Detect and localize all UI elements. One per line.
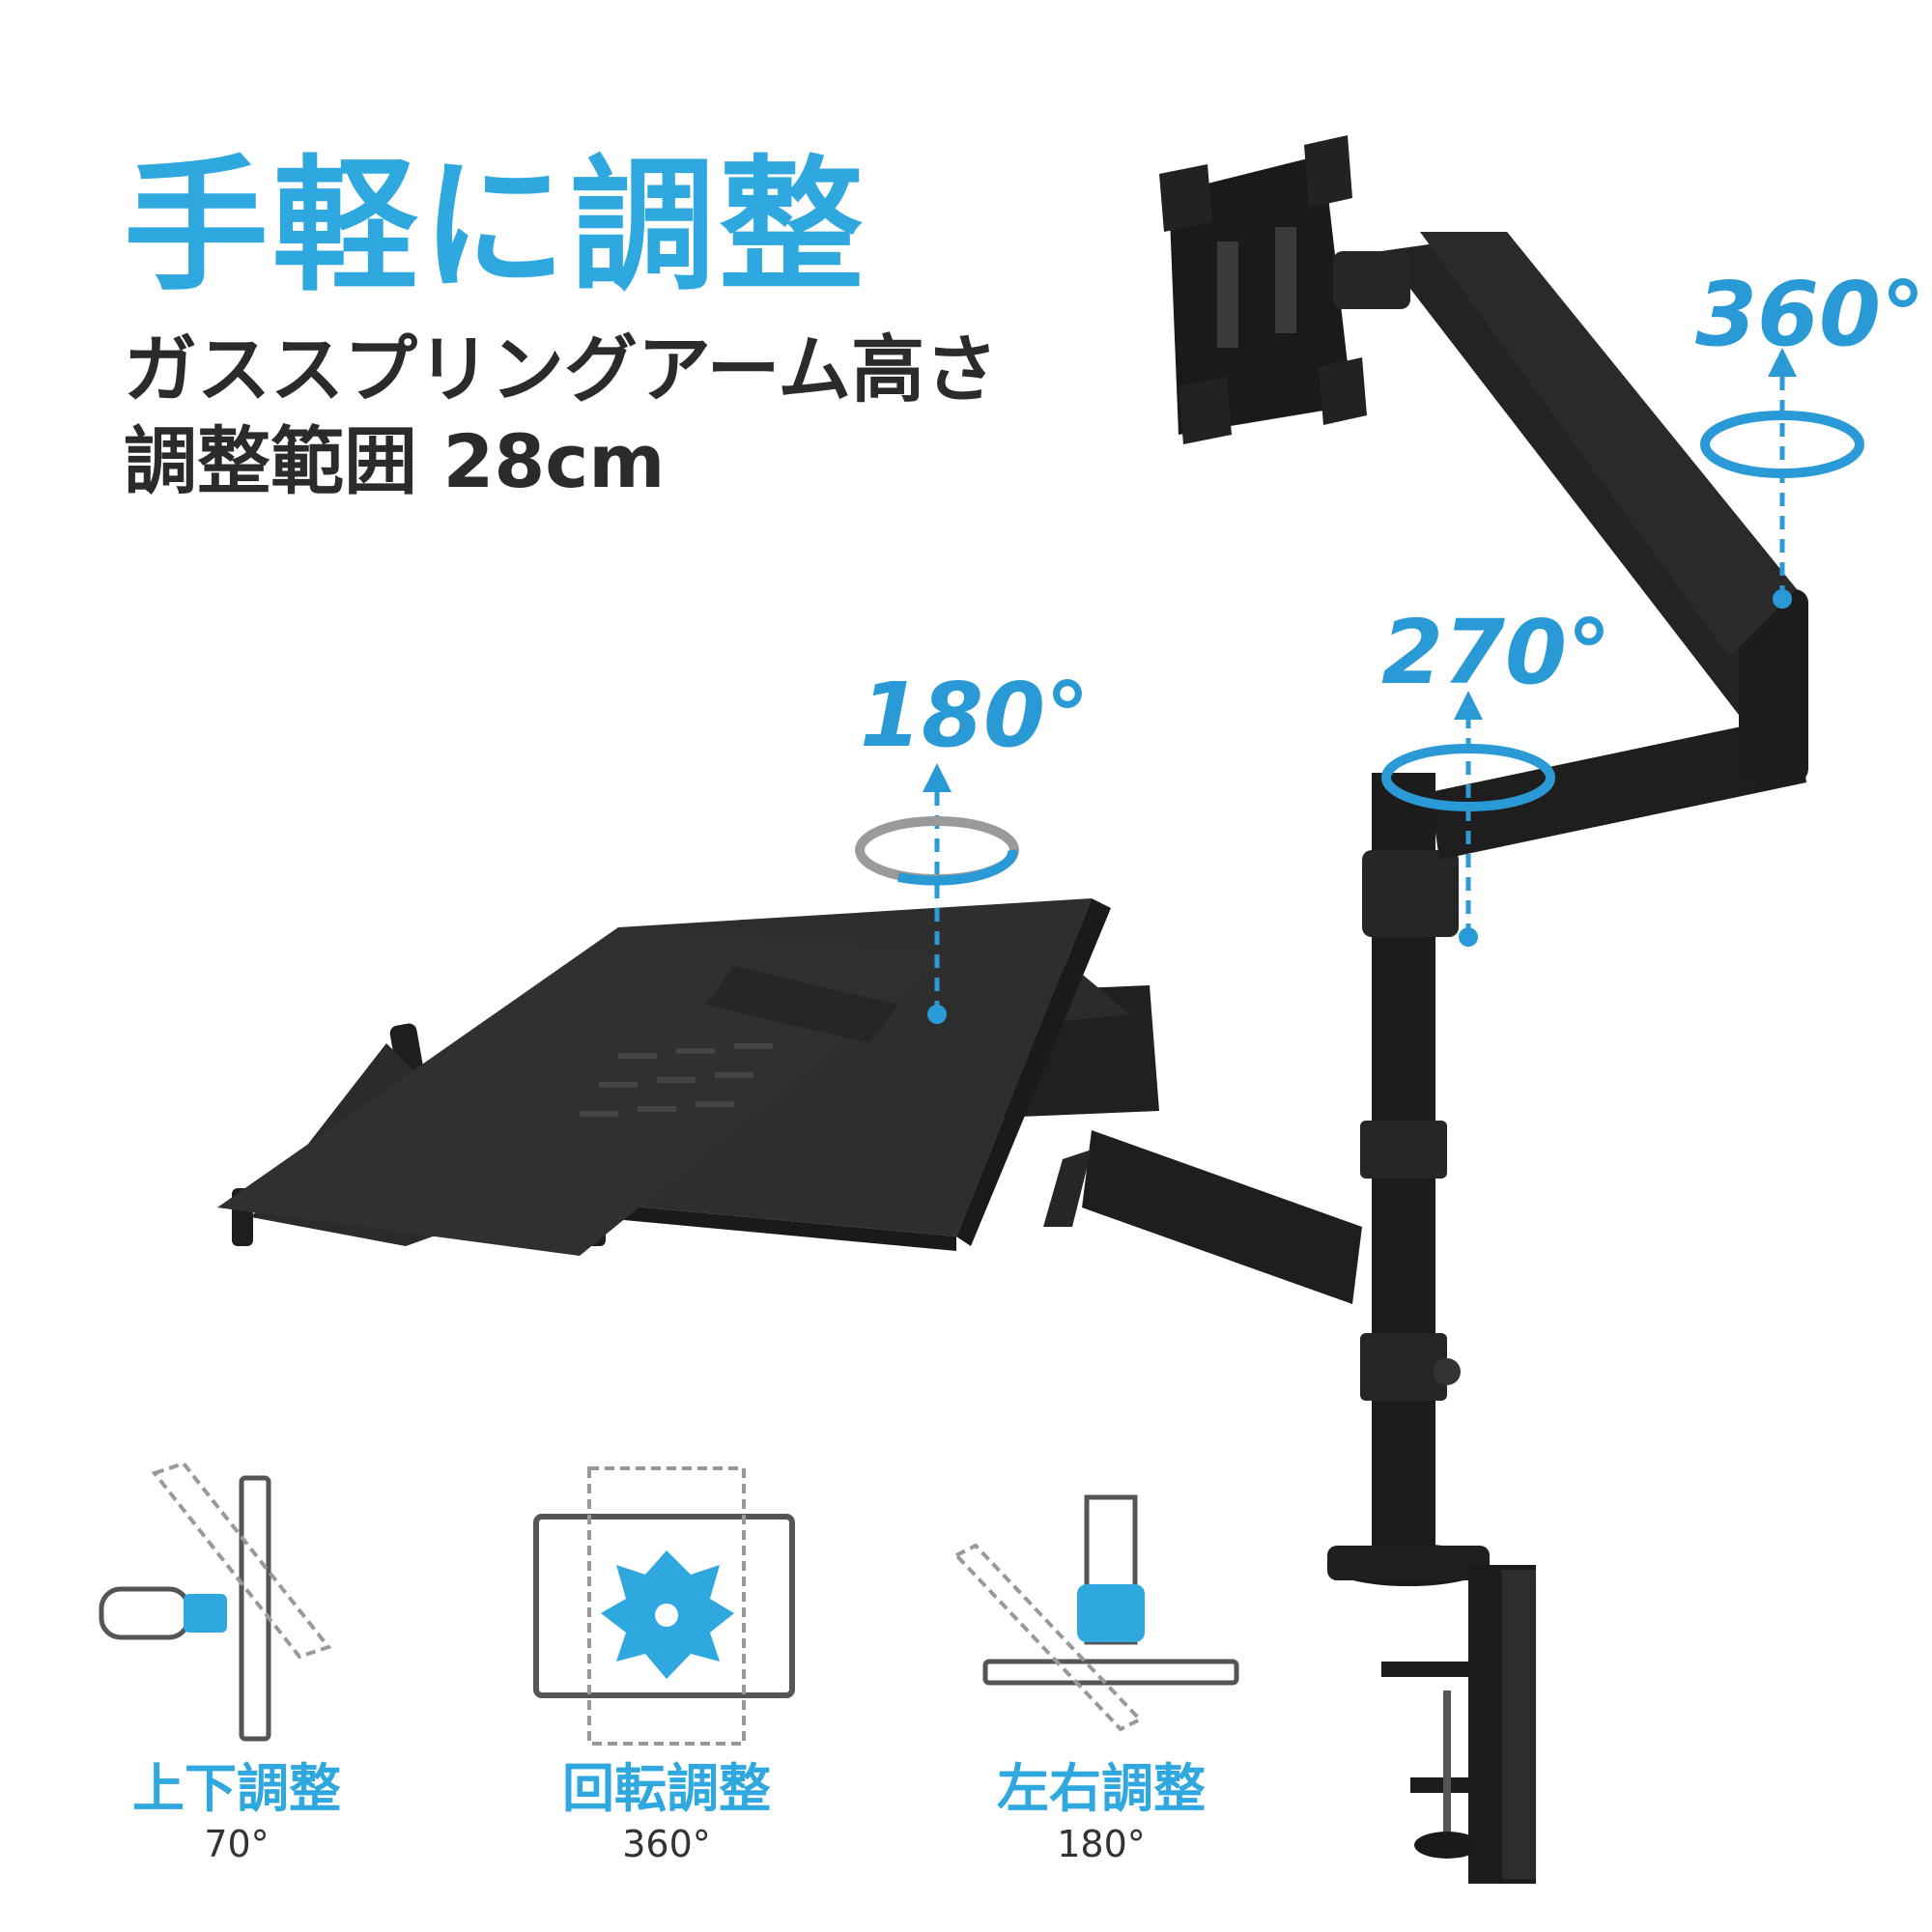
desk-clamp: [1327, 1544, 1536, 1884]
tilt-icon: [99, 1461, 332, 1742]
feature-degrees-tilt: 70°: [204, 1823, 270, 1865]
headline: 手軽に調整: [124, 143, 868, 311]
feature-degrees-rotate: 360°: [622, 1823, 711, 1865]
feature-label-swivel: 左右調整: [997, 1758, 1206, 1819]
rotation-indicator-360: [1700, 348, 1864, 609]
rotation-indicator-180: [855, 763, 1019, 1024]
rotation-label-180: 180°: [860, 664, 1091, 767]
upper-arm: [1362, 232, 1808, 937]
feature-label-tilt: 上下調整: [132, 1758, 341, 1819]
feature-label-rotate: 回転調整: [562, 1758, 771, 1819]
subtitle-line-1: ガススプリングアーム高さ: [124, 327, 999, 412]
vesa-plate: [1159, 135, 1410, 444]
rotate-icon: [533, 1466, 795, 1746]
swivel-icon: [952, 1494, 1239, 1732]
rotation-label-270: 270°: [1381, 601, 1612, 704]
rotation-indicator-270: [1381, 691, 1555, 947]
feature-degrees-swivel: 180°: [1057, 1823, 1146, 1865]
subtitle-line-2: 調整範囲 28cm: [124, 418, 666, 504]
rotation-label-360: 360°: [1695, 263, 1926, 366]
laptop-tray: [217, 898, 1111, 1256]
